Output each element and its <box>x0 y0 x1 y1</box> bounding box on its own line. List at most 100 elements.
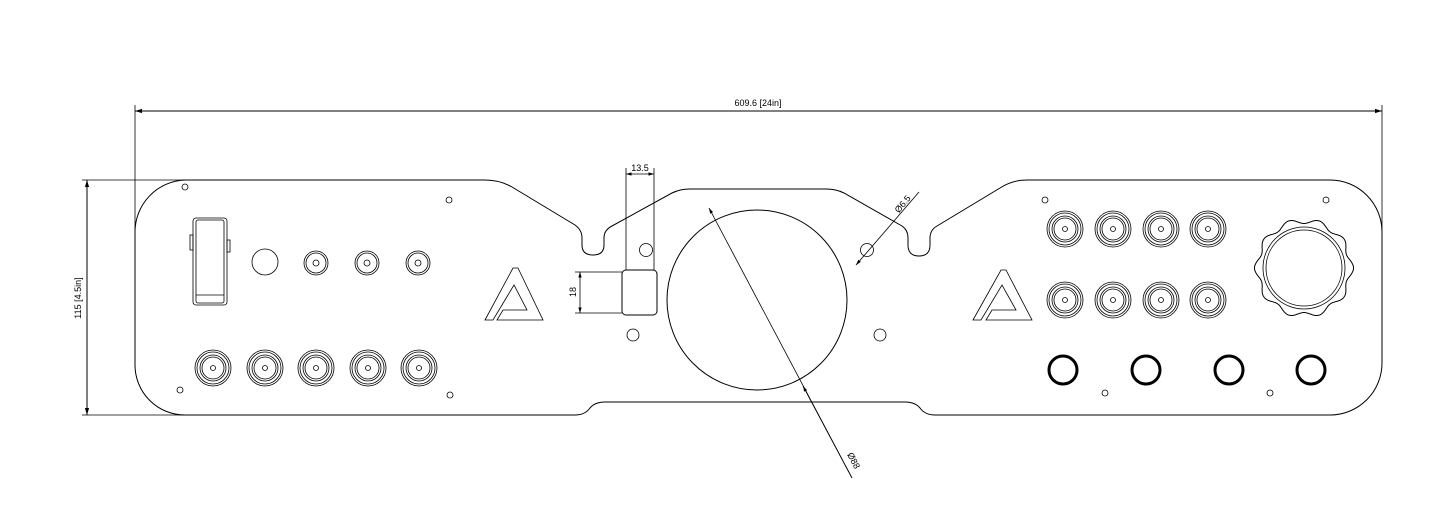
jack-center <box>363 259 371 267</box>
bnc-ring <box>1149 288 1173 312</box>
bnc-ring <box>1194 286 1222 314</box>
bnc-ring <box>1096 283 1130 317</box>
bnc-center <box>1110 226 1116 232</box>
dimension-slot: 13.5 <box>625 163 655 270</box>
square-label: 18 <box>568 287 578 297</box>
bnc-ring <box>1191 212 1225 246</box>
jack-ring <box>356 252 378 274</box>
bnc-ring <box>356 356 380 380</box>
bnc-ring <box>1053 217 1077 241</box>
bnc-ring <box>194 349 232 387</box>
slot-label: 13.5 <box>631 163 649 173</box>
bnc-ring <box>246 349 284 387</box>
bnc-ring <box>1051 286 1079 314</box>
bnc-ring <box>1099 286 1127 314</box>
large-cutout <box>666 209 848 391</box>
bnc-ring <box>1189 210 1227 248</box>
large-hole-label: Ø88 <box>845 451 862 471</box>
dimension-hole: Ø6.5 <box>855 191 920 266</box>
bnc-ring <box>299 351 333 385</box>
bnc-ring <box>400 349 438 387</box>
bnc-ring <box>1191 283 1225 317</box>
rotary-knob <box>1254 220 1354 316</box>
panel-outline <box>134 179 1383 416</box>
bnc-ring <box>1196 217 1220 241</box>
bnc-ring <box>1147 215 1175 243</box>
bnc-ring <box>1048 212 1082 246</box>
left-hole <box>251 248 279 276</box>
ring-hole <box>1047 354 1079 386</box>
hole-label: Ø6.5 <box>893 193 913 214</box>
logo-right <box>972 269 1033 321</box>
jack-outer <box>354 250 380 276</box>
bnc-ring <box>1051 215 1079 243</box>
bnc-ring <box>1101 288 1125 312</box>
jack-center <box>414 259 422 267</box>
bnc-ring <box>354 354 382 382</box>
bnc-center <box>1062 226 1068 232</box>
bnc-center <box>1158 226 1164 232</box>
ring-hole <box>1295 354 1327 386</box>
ring-holes <box>1047 354 1327 386</box>
knob-inner <box>1262 226 1346 310</box>
bnc-ring <box>1196 288 1220 312</box>
square-cutout <box>621 269 658 316</box>
mounting-holes <box>176 183 1330 399</box>
bnc-ring <box>1048 283 1082 317</box>
bnc-center <box>1205 297 1211 303</box>
bnc-ring <box>196 351 230 385</box>
bnc-center <box>416 365 422 371</box>
bnc-ring <box>201 356 225 380</box>
bnc-ring <box>1046 281 1084 319</box>
bnc-center <box>1205 226 1211 232</box>
ring-hole <box>1130 354 1162 386</box>
bnc-ring <box>402 351 436 385</box>
bnc-ring <box>1194 215 1222 243</box>
bnc-ring <box>351 351 385 385</box>
bnc-ring <box>405 354 433 382</box>
bnc-connectors <box>194 210 1227 387</box>
jack-outer <box>303 250 329 276</box>
bnc-ring <box>1099 215 1127 243</box>
bnc-ring <box>251 354 279 382</box>
bnc-ring <box>253 356 277 380</box>
bnc-ring <box>302 354 330 382</box>
height-label: 115 [4.5in] <box>73 277 83 318</box>
bnc-ring <box>1144 283 1178 317</box>
bnc-ring <box>407 356 431 380</box>
bnc-ring <box>1149 217 1173 241</box>
dimension-large-hole: Ø88 <box>708 207 862 479</box>
bnc-ring <box>1142 210 1180 248</box>
jack-center <box>312 259 320 267</box>
bnc-ring <box>1101 217 1125 241</box>
bnc-center <box>1110 297 1116 303</box>
bnc-ring <box>1094 281 1132 319</box>
bnc-ring <box>1144 212 1178 246</box>
bnc-ring <box>1046 210 1084 248</box>
dimension-height: 115 [4.5in] <box>73 179 185 416</box>
bnc-ring <box>349 349 387 387</box>
bnc-center <box>365 365 371 371</box>
bnc-ring <box>1142 281 1180 319</box>
jack-outer <box>405 250 431 276</box>
bnc-ring <box>1096 212 1130 246</box>
jack-ring <box>305 252 327 274</box>
jack-ring <box>407 252 429 274</box>
bnc-center <box>262 365 268 371</box>
bnc-ring <box>1189 281 1227 319</box>
dimension-square: 18 <box>568 271 622 314</box>
bnc-center <box>1158 297 1164 303</box>
bnc-ring <box>304 356 328 380</box>
bnc-ring <box>1094 210 1132 248</box>
bnc-ring <box>248 351 282 385</box>
toggle-switch <box>189 217 231 306</box>
width-label: 609.6 [24in] <box>734 98 781 108</box>
bnc-center <box>313 365 319 371</box>
bnc-center <box>210 365 216 371</box>
small-jacks <box>303 250 431 276</box>
logo-left <box>484 267 544 321</box>
bnc-center <box>1062 297 1068 303</box>
bnc-ring <box>199 354 227 382</box>
bnc-ring <box>1147 286 1175 314</box>
